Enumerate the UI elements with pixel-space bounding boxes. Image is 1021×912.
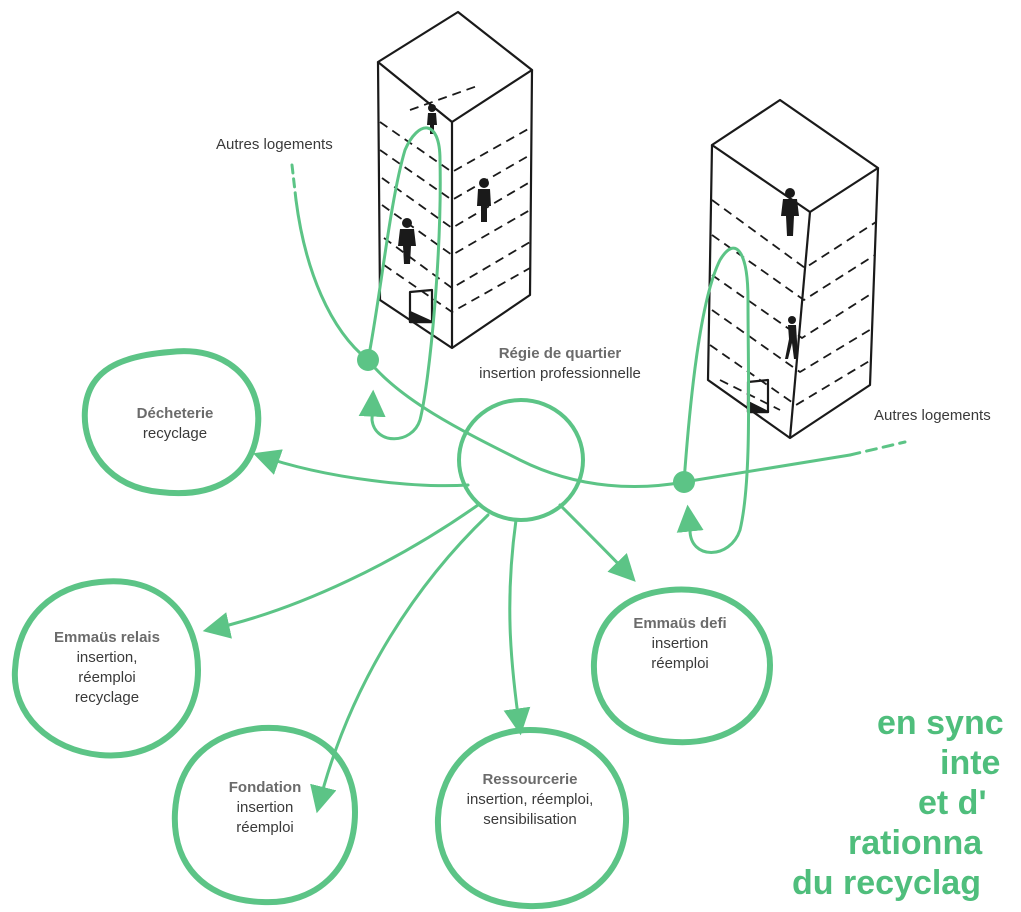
ressourcerie-line: insertion, réemploi, xyxy=(466,791,594,808)
other-housing-left-label: Autres logements xyxy=(216,136,333,153)
emmaus-defi-title: Emmaüs defi xyxy=(633,615,727,632)
emmaus-relais-line: insertion, xyxy=(76,649,138,666)
center-title: Régie de quartier xyxy=(498,345,622,362)
left-building-sketch xyxy=(376,10,534,350)
center-label: Régie de quartier insertion professionne… xyxy=(440,344,680,384)
tagline-line: et d' xyxy=(918,784,987,822)
decheterie-label: Décheterie recyclage xyxy=(95,404,255,444)
emmaus-relais-line: réemploi xyxy=(78,669,136,686)
tagline-line: en sync xyxy=(877,704,1004,742)
fondation-line: réemploi xyxy=(236,819,294,836)
emmaus-relais-circle xyxy=(11,578,202,759)
fondation-circle xyxy=(171,724,359,906)
ressourcerie-title: Ressourcerie xyxy=(482,771,578,788)
other-housing-right-label: Autres logements xyxy=(874,407,991,424)
decheterie-circle xyxy=(81,348,262,497)
fondation-title: Fondation xyxy=(228,779,302,796)
fondation-label: Fondation insertion réemploi xyxy=(190,778,340,838)
tagline-line: inte xyxy=(940,744,1001,782)
ressourcerie-label: Ressourcerie insertion, réemploi, sensib… xyxy=(440,770,620,830)
connection-dots xyxy=(357,349,695,493)
decheterie-line: recyclage xyxy=(142,425,208,442)
right-building-sketch xyxy=(706,98,880,440)
center-subtitle: insertion professionnelle xyxy=(479,365,641,382)
left-building-people xyxy=(398,104,491,264)
emmaus-relais-label: Emmaüs relais insertion, réemploi recycl… xyxy=(27,628,187,708)
right-building-people xyxy=(781,188,799,359)
emmaus-defi-line: insertion xyxy=(651,635,709,652)
decheterie-title: Décheterie xyxy=(136,405,214,422)
tagline-line: du recyclag xyxy=(792,864,981,902)
person-icon xyxy=(781,188,799,236)
hub-circle xyxy=(457,398,585,522)
emmaus-relais-line: recyclage xyxy=(74,689,140,706)
ressourcerie-line: sensibilisation xyxy=(483,811,577,828)
person-icon xyxy=(477,178,491,222)
emmaus-defi-circle xyxy=(590,586,774,746)
person-icon xyxy=(785,316,798,359)
person-icon xyxy=(398,218,416,264)
tagline-line: rationna xyxy=(848,824,983,862)
fondation-line: insertion xyxy=(236,799,294,816)
node-circles xyxy=(11,348,774,910)
emmaus-defi-line: réemploi xyxy=(651,655,709,672)
ressourcerie-circle xyxy=(434,726,630,910)
person-icon xyxy=(427,104,437,134)
emmaus-relais-title: Emmaüs relais xyxy=(54,629,160,646)
emmaus-defi-label: Emmaüs defi insertion réemploi xyxy=(605,614,755,674)
flow-lines xyxy=(202,126,907,814)
